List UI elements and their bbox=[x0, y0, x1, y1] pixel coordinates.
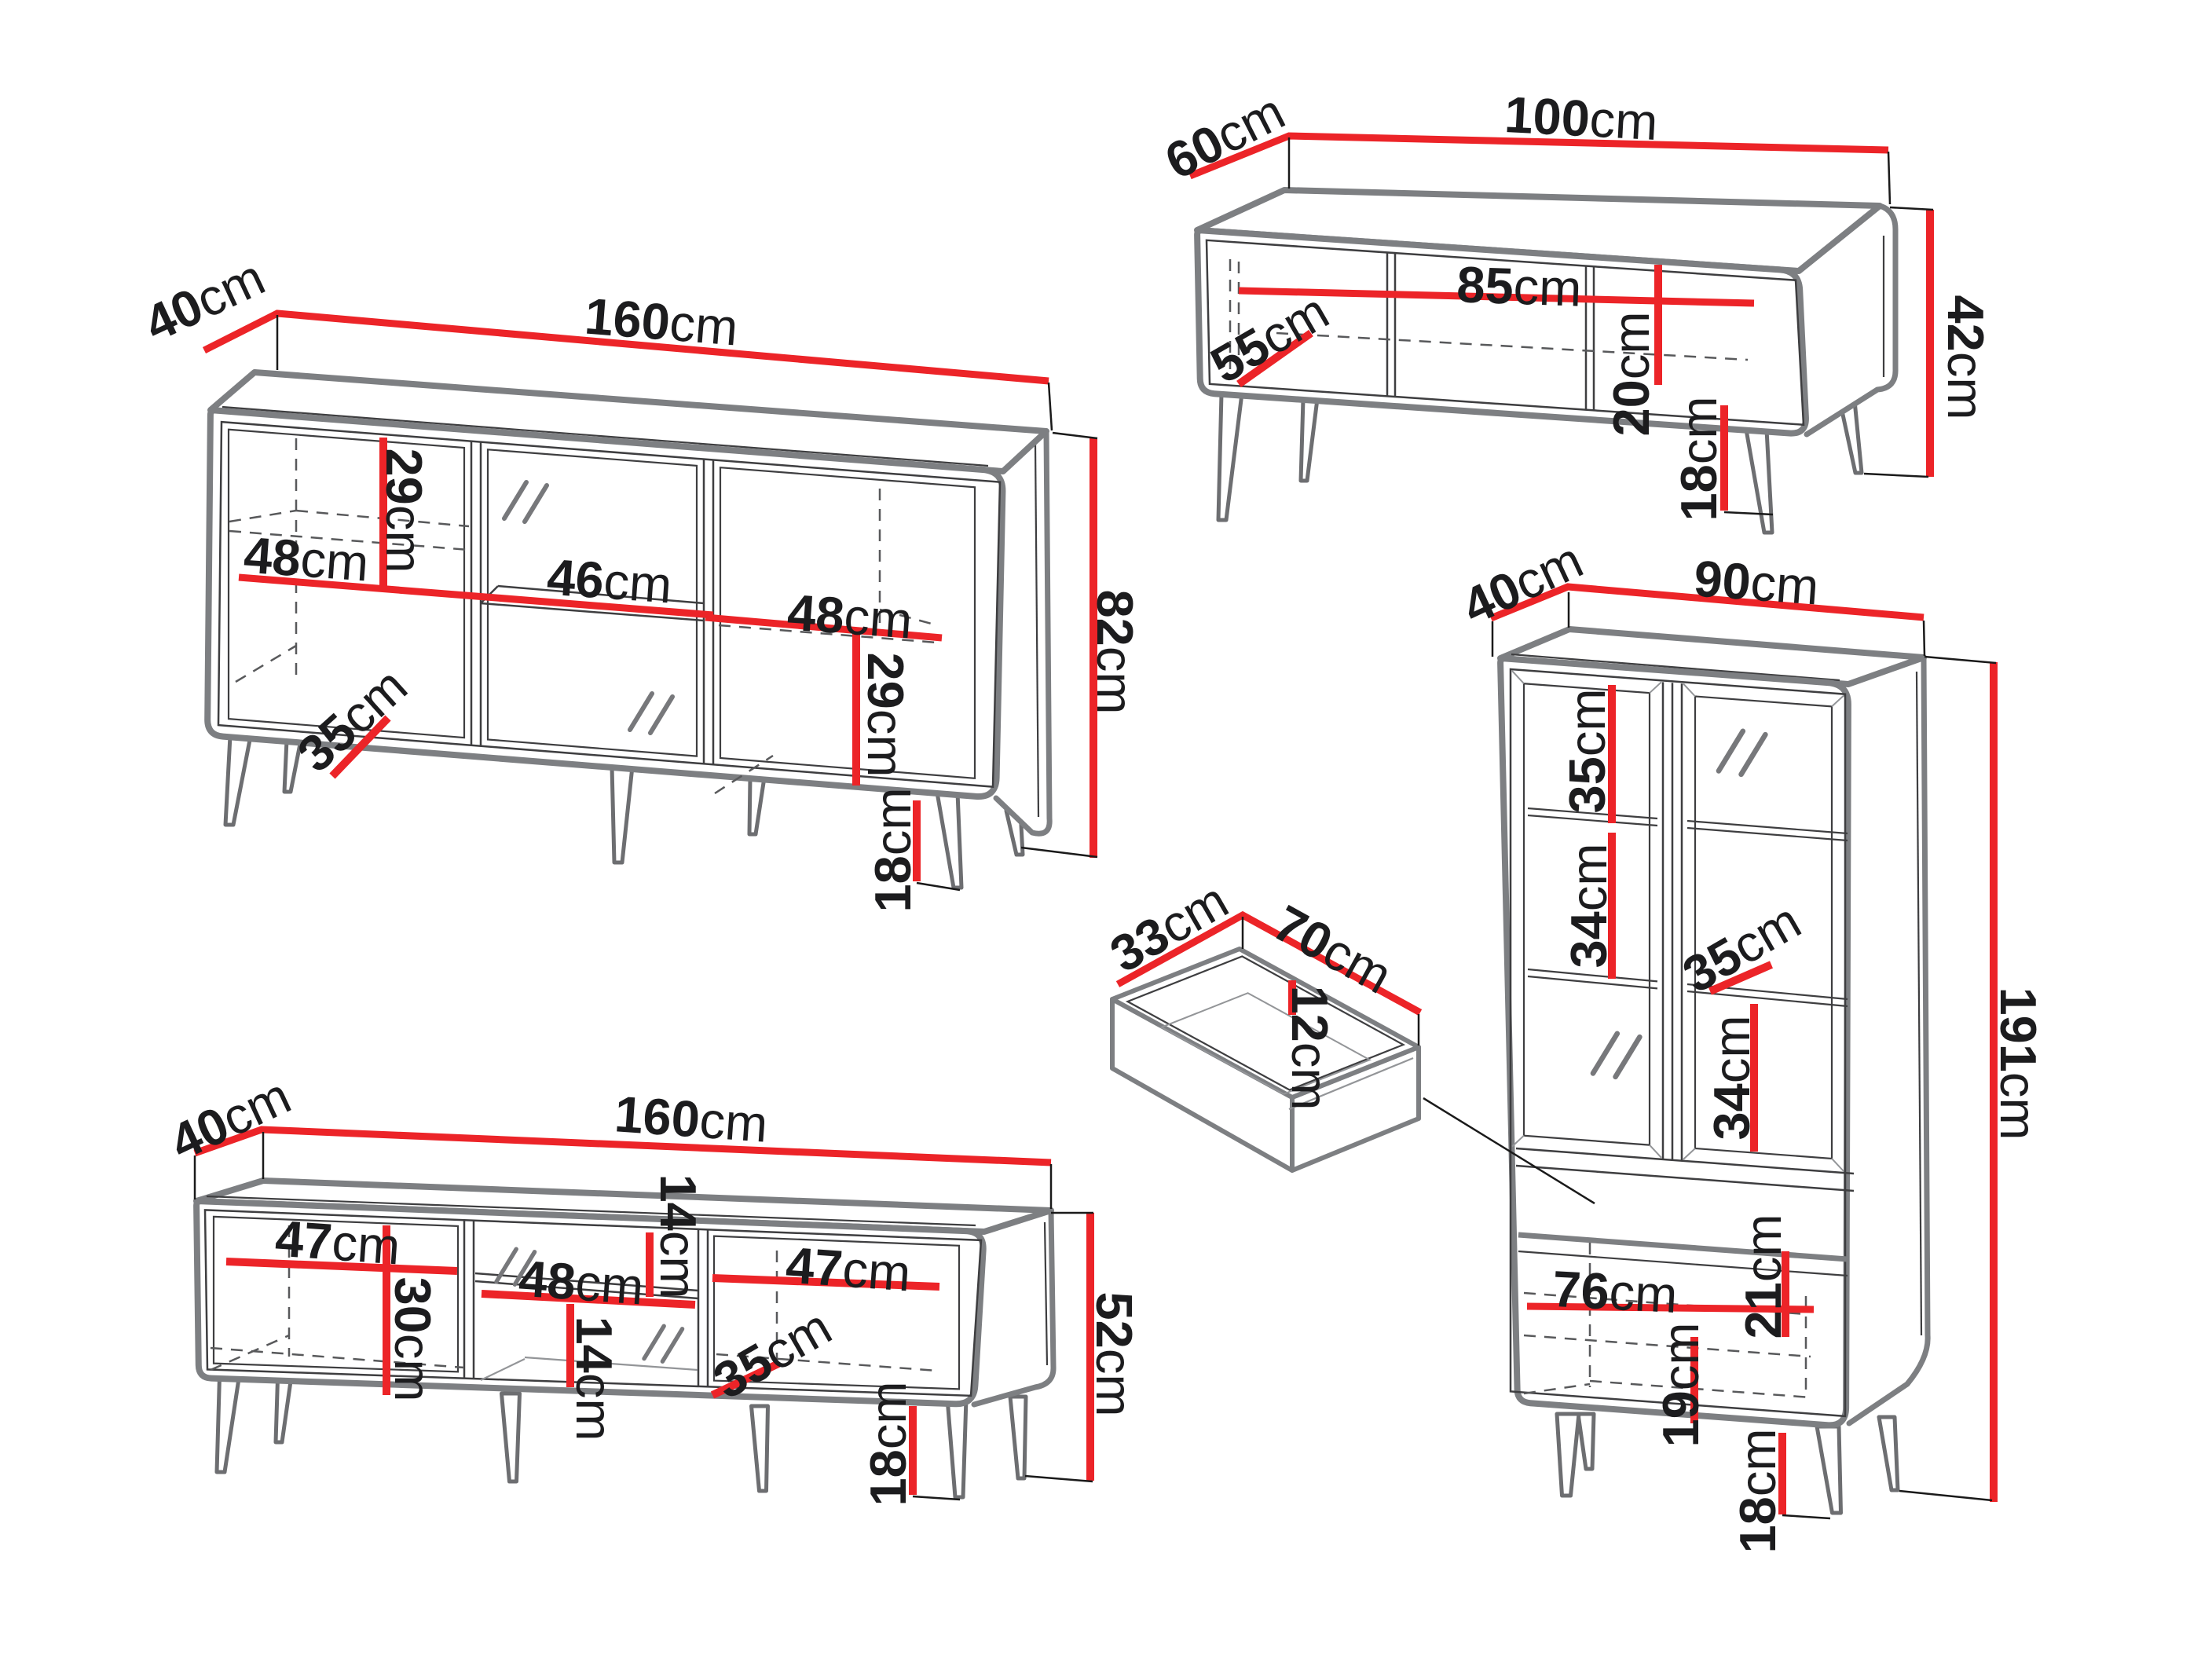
svg-text:48cm: 48cm bbox=[242, 526, 371, 591]
svg-text:48cm: 48cm bbox=[786, 583, 914, 649]
svg-text:82cm: 82cm bbox=[1087, 590, 1144, 715]
svg-text:100cm: 100cm bbox=[1503, 85, 1660, 150]
svg-text:85cm: 85cm bbox=[1456, 255, 1582, 317]
svg-text:160cm: 160cm bbox=[613, 1085, 770, 1152]
svg-text:21cm: 21cm bbox=[1734, 1214, 1792, 1339]
svg-text:52cm: 52cm bbox=[1086, 1292, 1144, 1417]
svg-text:46cm: 46cm bbox=[545, 548, 674, 613]
svg-text:90cm: 90cm bbox=[1692, 549, 1821, 615]
svg-text:12cm: 12cm bbox=[1282, 986, 1339, 1111]
svg-text:18cm: 18cm bbox=[1670, 397, 1727, 522]
svg-text:76cm: 76cm bbox=[1551, 1259, 1679, 1323]
svg-text:30cm: 30cm bbox=[385, 1277, 442, 1402]
svg-text:35cm: 35cm bbox=[1558, 689, 1616, 814]
svg-text:47cm: 47cm bbox=[273, 1209, 402, 1275]
svg-text:34cm: 34cm bbox=[1703, 1016, 1760, 1141]
svg-text:48cm: 48cm bbox=[517, 1249, 646, 1315]
svg-text:20cm: 20cm bbox=[1602, 312, 1660, 437]
svg-text:19cm: 19cm bbox=[1652, 1323, 1709, 1448]
svg-text:14cm: 14cm bbox=[650, 1174, 708, 1299]
svg-text:42cm: 42cm bbox=[1938, 295, 1995, 420]
svg-text:191cm: 191cm bbox=[1990, 987, 2048, 1140]
svg-text:18cm: 18cm bbox=[859, 1382, 917, 1507]
svg-text:29cm: 29cm bbox=[376, 449, 434, 573]
svg-text:14cm: 14cm bbox=[566, 1317, 624, 1441]
svg-text:160cm: 160cm bbox=[583, 287, 740, 356]
svg-text:47cm: 47cm bbox=[784, 1236, 913, 1302]
svg-text:18cm: 18cm bbox=[1729, 1429, 1786, 1554]
svg-text:29cm: 29cm bbox=[858, 653, 915, 778]
svg-text:34cm: 34cm bbox=[1560, 844, 1617, 969]
svg-text:18cm: 18cm bbox=[864, 788, 921, 913]
